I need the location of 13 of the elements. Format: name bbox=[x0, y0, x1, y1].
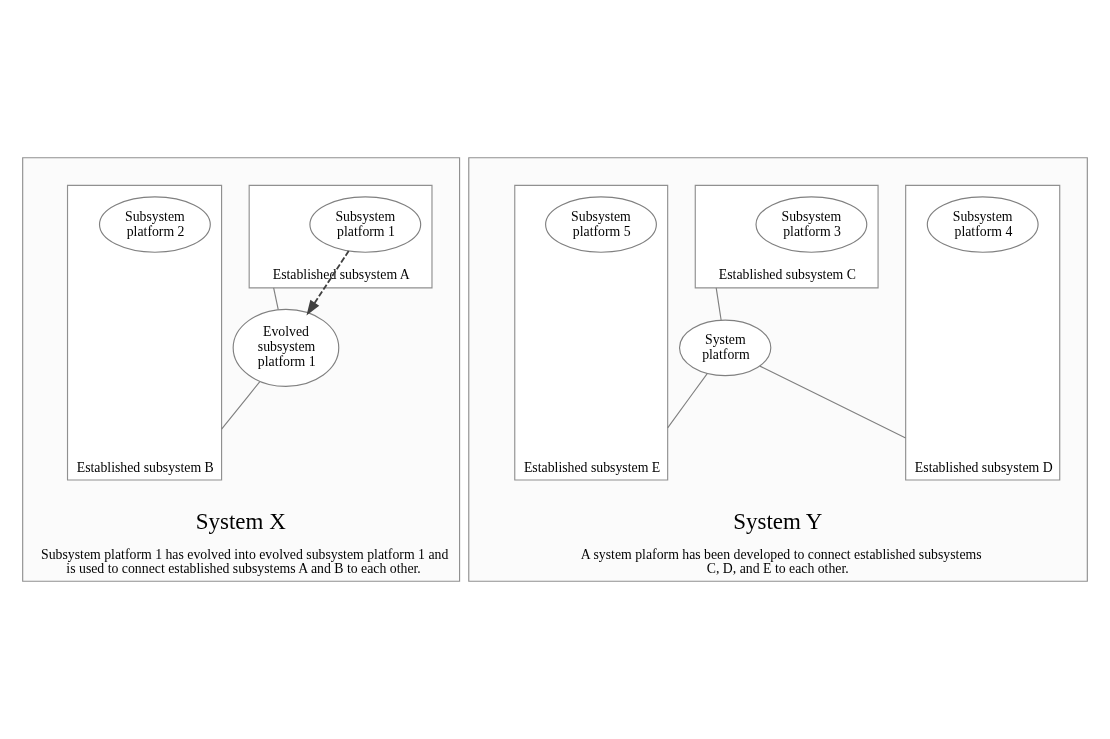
node-ellipse: Subsystem platform 1 bbox=[309, 196, 422, 253]
connector bbox=[221, 380, 261, 430]
connector bbox=[273, 287, 279, 311]
node-ellipse: Subsystem platform 4 bbox=[926, 196, 1039, 253]
node-ellipse: Subsystem platform 2 bbox=[98, 196, 211, 253]
connector bbox=[715, 287, 722, 321]
node-ellipse: Subsystem platform 3 bbox=[755, 196, 868, 253]
node-ellipse: System platform bbox=[678, 319, 772, 377]
arrow bbox=[306, 250, 350, 316]
node-ellipse: Subsystem platform 5 bbox=[545, 196, 657, 253]
node-ellipse: Evolved subsystem platform 1 bbox=[232, 308, 340, 387]
connector bbox=[759, 365, 907, 439]
connector bbox=[667, 372, 708, 429]
